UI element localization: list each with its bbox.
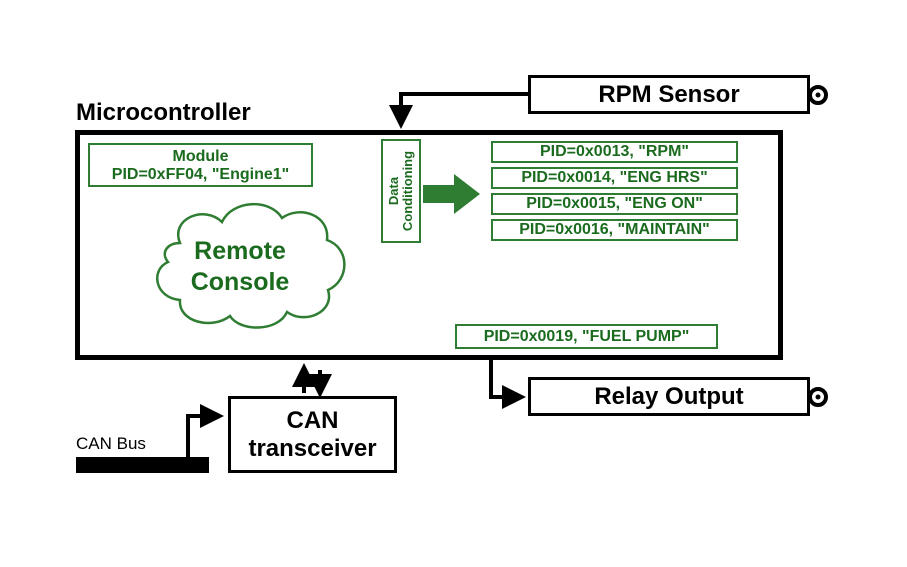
rpm-terminal-icon [808, 85, 828, 105]
pid-eng-hrs: PID=0x0014, "ENG HRS" [491, 167, 738, 189]
can-bus-label: CAN Bus [76, 434, 146, 453]
remote-console-line1: Remote [194, 237, 286, 265]
module-box: Module PID=0xFF04, "Engine1" [88, 143, 313, 187]
remote-console-cloud [156, 203, 346, 329]
remote-console-label: Remote Console [160, 236, 320, 298]
dc-line2: Conditioning [400, 150, 415, 232]
can-transceiver-box: CAN transceiver [228, 396, 397, 473]
rpm-to-dc-wire [389, 92, 528, 129]
data-conditioning-box: Data Conditioning [381, 139, 421, 243]
canbus-to-can-wire [186, 404, 224, 457]
can-line1: CAN [286, 407, 339, 434]
relay-terminal-icon [808, 387, 828, 407]
microcontroller-box [75, 130, 783, 360]
remote-console-line2: Console [190, 268, 290, 296]
can-bus-bar [76, 457, 209, 473]
pid-fuel-pump: PID=0x0019, "FUEL PUMP" [455, 324, 718, 349]
mc-to-relay-wire [489, 360, 526, 409]
pid-rpm: PID=0x0013, "RPM" [491, 141, 738, 163]
microcontroller-title: Microcontroller [76, 99, 251, 126]
relay-output-box: Relay Output [528, 377, 810, 416]
dc-line1: Data [386, 176, 401, 206]
pid-eng-on: PID=0x0015, "ENG ON" [491, 193, 738, 215]
rpm-sensor-box: RPM Sensor [528, 75, 810, 114]
module-label: Module [172, 148, 229, 165]
module-pid: PID=0xFF04, "Engine1" [111, 166, 290, 183]
pid-maintain: PID=0x0016, "MAINTAIN" [491, 219, 738, 241]
can-line2: transceiver [248, 435, 377, 462]
data-flow-arrow [423, 174, 480, 214]
